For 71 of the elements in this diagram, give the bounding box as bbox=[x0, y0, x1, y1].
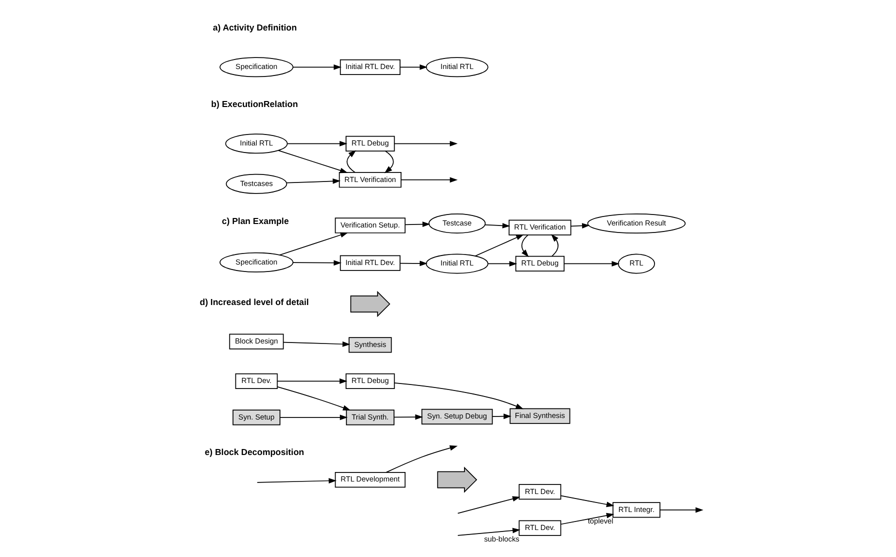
label: d) Increased level of detail bbox=[199, 296, 308, 307]
node-ellipse: Testcase bbox=[428, 213, 486, 234]
arrow bbox=[484, 222, 510, 228]
arrow bbox=[277, 150, 348, 174]
node-label: sub-blocks bbox=[484, 534, 519, 544]
arrow bbox=[346, 150, 356, 173]
node-ellipse: Specification bbox=[219, 252, 293, 272]
node-ellipse: Testcases bbox=[225, 174, 287, 194]
arrow bbox=[393, 414, 422, 420]
arrow bbox=[278, 232, 348, 256]
arrow bbox=[487, 261, 517, 266]
node-arrow bbox=[436, 466, 477, 493]
arrow bbox=[393, 382, 524, 410]
node-label: toplevel bbox=[587, 516, 613, 526]
node-ellipse: Initial RTL bbox=[425, 254, 488, 274]
arrow bbox=[404, 222, 430, 227]
arrow bbox=[550, 234, 558, 257]
arrow bbox=[384, 150, 394, 174]
node-ellipse: Initial RTL bbox=[425, 57, 488, 78]
arrow bbox=[456, 496, 520, 514]
node-arrow bbox=[350, 290, 390, 318]
label: a) Activity Definition bbox=[212, 22, 296, 33]
arrow bbox=[276, 386, 350, 410]
arrow bbox=[560, 512, 614, 525]
node-box: RTL Dev. bbox=[518, 484, 561, 500]
label: b) ExecutionRelation bbox=[210, 99, 298, 110]
arrow bbox=[286, 178, 340, 184]
node-box: RTL Dev. bbox=[234, 373, 278, 389]
node-box: Block Design bbox=[228, 334, 284, 350]
arrow bbox=[560, 495, 614, 508]
node-box: Verification Setup. bbox=[334, 218, 406, 234]
node-ellipse: Initial RTL bbox=[224, 134, 288, 154]
arrow bbox=[456, 528, 520, 536]
label: c) Plan Example bbox=[221, 216, 288, 226]
arrow bbox=[276, 378, 347, 384]
arrow bbox=[279, 414, 348, 420]
label: e) Block Decomposition bbox=[204, 447, 304, 458]
node-box: RTL Debug bbox=[345, 373, 394, 389]
node-ellipse: RTL bbox=[617, 254, 654, 274]
arrow bbox=[394, 140, 458, 146]
node-box: Syn. Setup bbox=[232, 410, 280, 426]
node-box: RTL Verification bbox=[338, 172, 401, 188]
node-box: RTL Verification bbox=[508, 220, 571, 236]
arrow bbox=[256, 478, 336, 484]
node-box: Initial RTL Dev. bbox=[339, 255, 400, 271]
arrow bbox=[491, 414, 511, 420]
arrow bbox=[474, 234, 524, 256]
node-box: RTL Development bbox=[334, 472, 406, 488]
node-box: RTL Debug bbox=[514, 256, 564, 272]
arrow bbox=[563, 261, 620, 266]
node-box: Initial RTL Dev. bbox=[339, 59, 400, 75]
node-ellipse: Verification Result bbox=[586, 213, 686, 234]
arrow bbox=[399, 260, 427, 266]
node-box: Syn. Setup Debug bbox=[420, 408, 492, 425]
node-ellipse: Specification bbox=[219, 57, 293, 78]
arrow bbox=[520, 234, 528, 258]
node-box: RTL Debug bbox=[345, 136, 394, 152]
node-box: RTL Dev. bbox=[518, 520, 561, 536]
arrow bbox=[286, 140, 347, 146]
arrow bbox=[399, 64, 427, 70]
node-box: Synthesis bbox=[348, 337, 392, 353]
arrow bbox=[400, 177, 458, 183]
node-box: Trial Synth. bbox=[345, 410, 394, 426]
arrow bbox=[659, 507, 703, 513]
arrow bbox=[385, 445, 458, 473]
node-box: Final Synthesis bbox=[509, 408, 570, 424]
arrow bbox=[292, 260, 342, 266]
arrow bbox=[282, 341, 350, 347]
arrow bbox=[292, 64, 342, 70]
node-box: RTL Integr. bbox=[612, 502, 660, 518]
arrow bbox=[570, 223, 590, 228]
